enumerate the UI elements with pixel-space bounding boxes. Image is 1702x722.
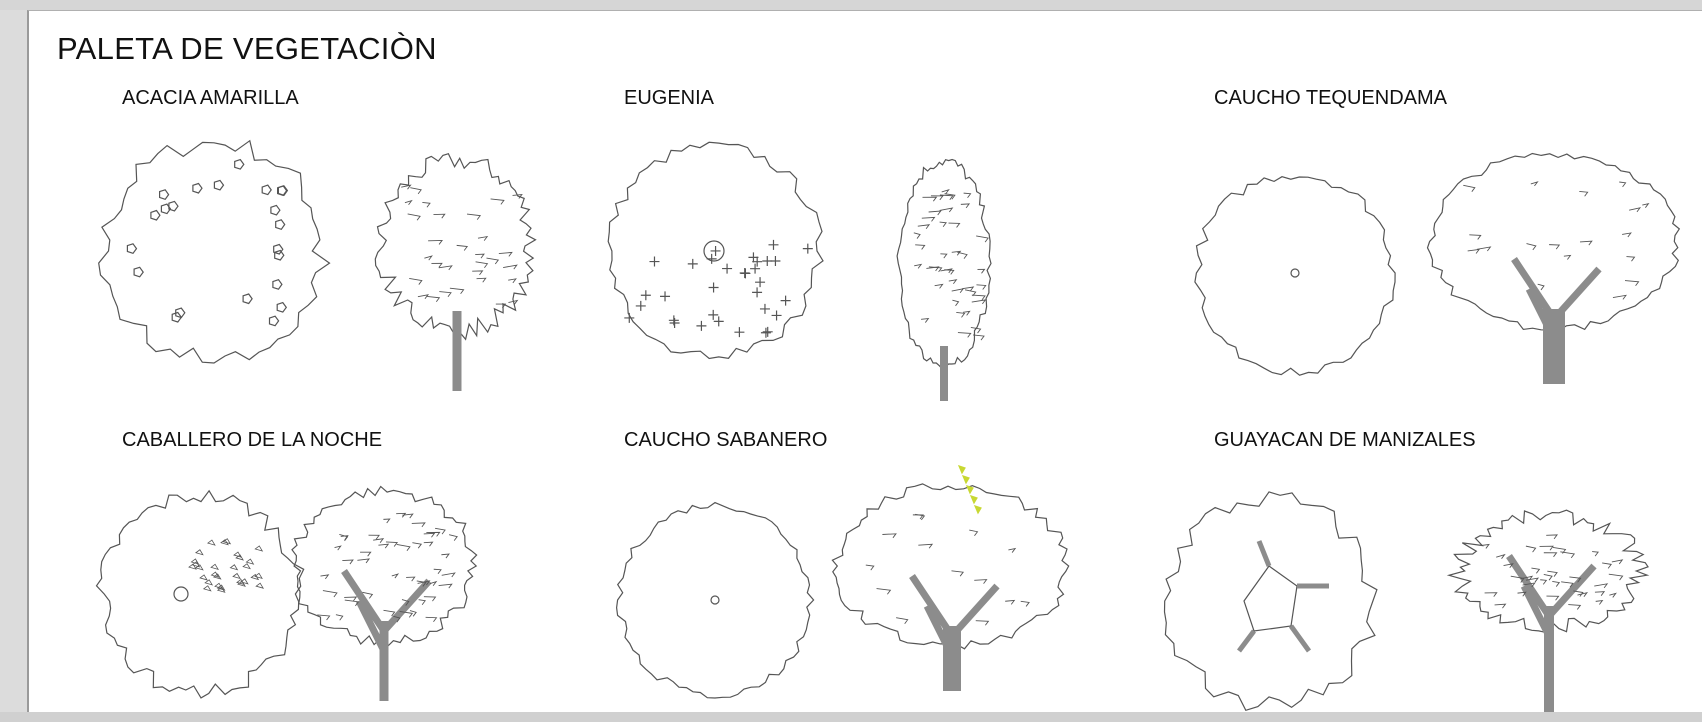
guayacan-de-manizales-elevation-symbol: [1446, 509, 1650, 712]
label-guayacan-de-manizales: GUAYACAN DE MANIZALES: [1214, 429, 1476, 451]
eugenia-elevation-symbol: [896, 158, 992, 401]
label-caucho-sabanero: CAUCHO SABANERO: [624, 429, 828, 451]
caucho-tequendama-elevation-symbol: [1426, 152, 1681, 384]
caucho-sabanero-plan-symbol: [615, 501, 815, 699]
acacia-amarilla-elevation-symbol: [374, 152, 537, 391]
window-top-frame: [0, 0, 1702, 10]
caballero-de-la-noche-elevation-symbol: [291, 485, 478, 701]
left-ruler: [0, 10, 27, 722]
sheet-title: PALETA DE VEGETACIÒN: [57, 31, 437, 66]
label-acacia-amarilla: ACACIA AMARILLA: [122, 87, 299, 109]
caucho-tequendama-plan-symbol: [1194, 176, 1396, 376]
caucho-sabanero-elevation-symbol: [831, 465, 1070, 691]
guayacan-de-manizales-plan-symbol: [1163, 491, 1378, 712]
label-eugenia: EUGENIA: [624, 87, 715, 109]
window-bottom-frame: [0, 712, 1702, 722]
drawing-sheet: PALETA DE VEGETACIÒN ACACIA AMARILLA EUG…: [27, 10, 1702, 713]
tree-drawings: [95, 139, 1681, 712]
label-caucho-tequendama: CAUCHO TEQUENDAMA: [1214, 87, 1447, 109]
acacia-amarilla-plan-symbol: [98, 139, 331, 364]
caballero-de-la-noche-plan-symbol: [95, 489, 305, 699]
eugenia-plan-symbol: [607, 141, 824, 360]
label-caballero-de-la-noche: CABALLERO DE LA NOCHE: [122, 429, 383, 451]
